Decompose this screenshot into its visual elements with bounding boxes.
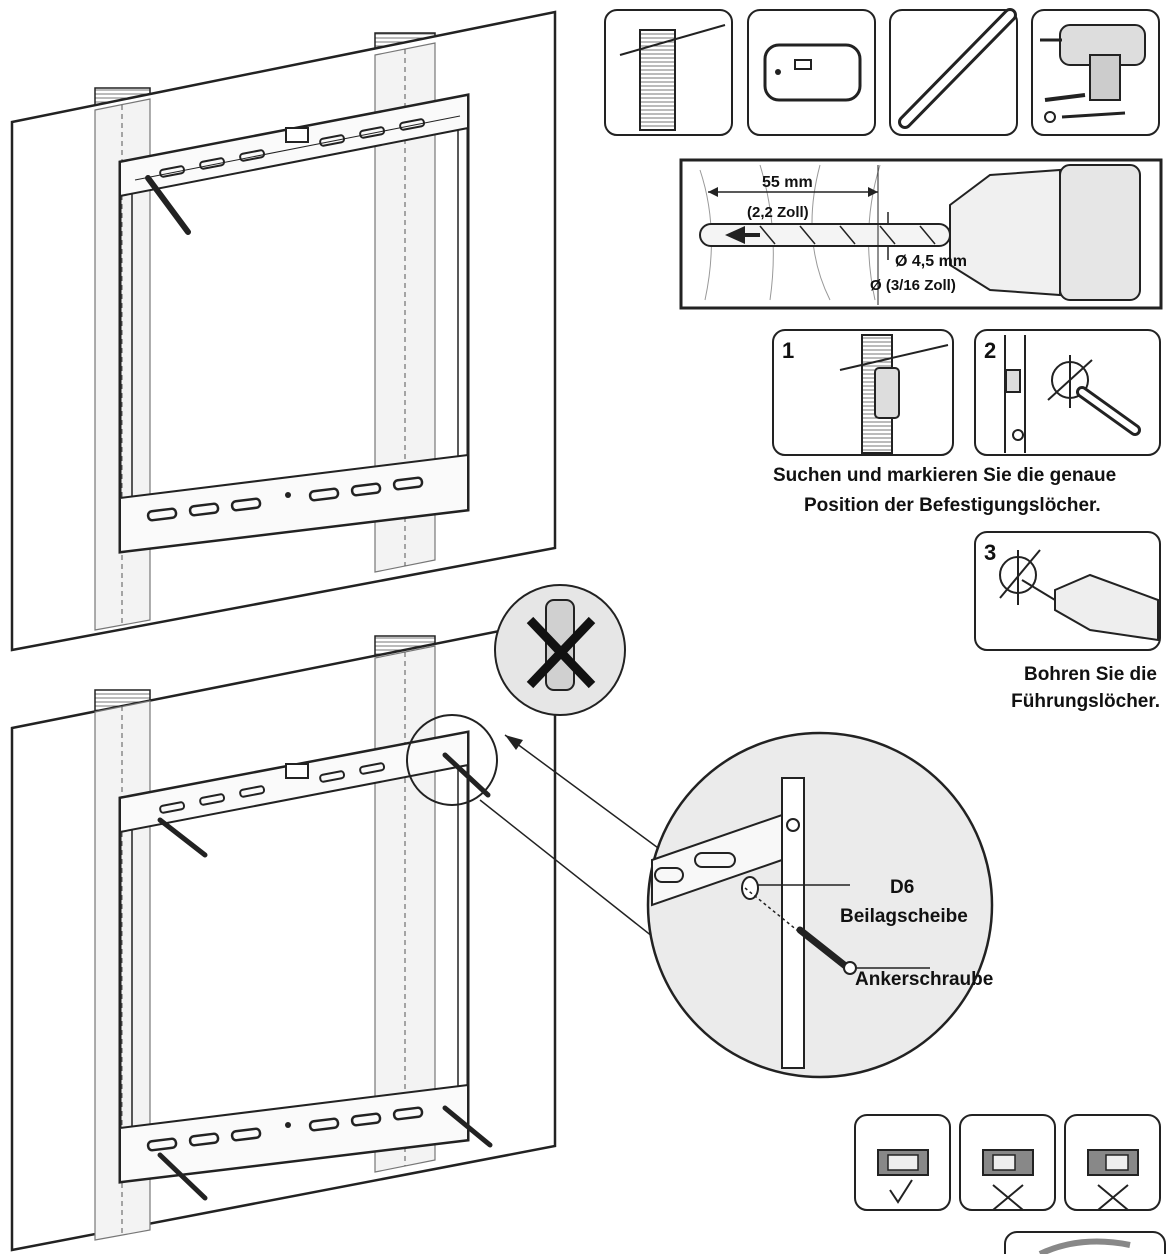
bottom-wall-assembly xyxy=(10,618,557,1252)
washer xyxy=(741,876,759,900)
step-2-number: 2 xyxy=(984,338,996,363)
drill-caption-line1: Bohren Sie die xyxy=(1024,664,1157,685)
step-1-panel xyxy=(772,329,954,456)
anchor-screws xyxy=(157,752,493,1201)
top-wall-assembly xyxy=(10,10,557,652)
locate-caption-line2: Position der Befestigungslöcher. xyxy=(804,495,1101,516)
step-1-number: 1 xyxy=(782,338,794,363)
no-wall-anchor-icon xyxy=(494,584,626,716)
partial-tool-icon xyxy=(1004,1231,1166,1254)
tools-row xyxy=(604,8,1160,136)
drill-depth-mm: 55 mm xyxy=(762,174,813,191)
anchor-screw xyxy=(796,926,852,972)
locate-caption-line1: Suchen und markieren Sie die genaue xyxy=(773,465,1116,486)
drill-caption-line2: Führungslöcher. xyxy=(1011,691,1160,712)
marking-pencil xyxy=(145,175,191,235)
wall-panel-top xyxy=(10,10,557,652)
washer-label: Beilagscheibe xyxy=(840,906,968,927)
stud-right xyxy=(374,42,436,573)
washer-code: D6 xyxy=(890,877,914,898)
level-check-icons xyxy=(854,1114,1161,1211)
top-clip xyxy=(285,127,309,143)
zoom-source-circle xyxy=(406,714,498,806)
step-2-panel xyxy=(974,329,1161,456)
screw-label: Ankerschraube xyxy=(855,969,993,990)
drill-depth-detail xyxy=(679,158,1163,310)
drill-diameter-in: Ø (3/16 Zoll) xyxy=(870,277,956,294)
drill-diameter-mm: Ø 4,5 mm xyxy=(895,253,967,270)
step-3-panel xyxy=(974,531,1161,651)
drill-depth-in: (2,2 Zoll) xyxy=(747,204,809,221)
zoom-callout xyxy=(646,731,994,1079)
step-3-number: 3 xyxy=(984,540,996,565)
